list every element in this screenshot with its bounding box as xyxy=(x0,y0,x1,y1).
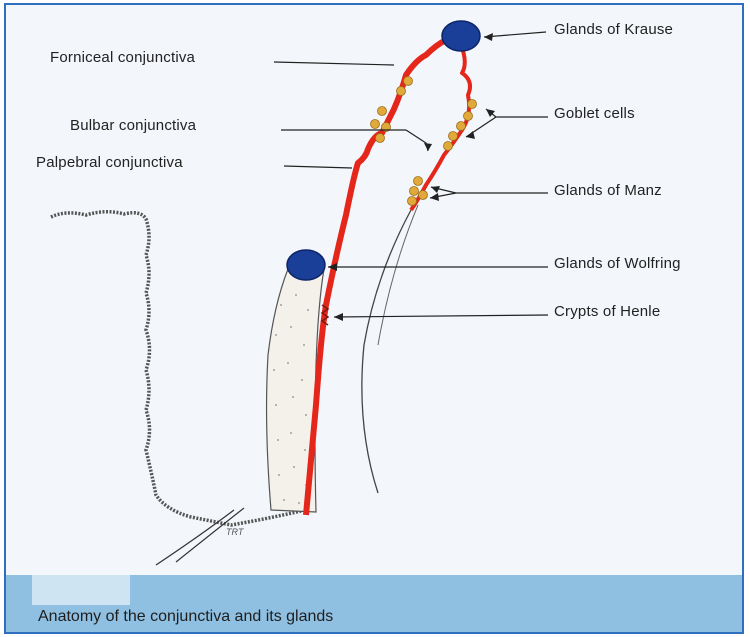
eyelash xyxy=(156,510,234,565)
label-goblet-cells: Goblet cells xyxy=(554,105,635,122)
label-glands-of-manz: Glands of Manz xyxy=(554,182,662,199)
caption-bar: Anatomy of the conjunctiva and its gland… xyxy=(6,575,744,634)
label-forniceal-conjunctiva: Forniceal conjunctiva xyxy=(50,49,195,66)
cornea-line xyxy=(378,205,418,345)
conjunctiva-diagram xyxy=(6,5,744,575)
artist-signature: TRT xyxy=(226,527,243,537)
label-palpebral-conjunctiva: Palpebral conjunctiva xyxy=(36,154,183,171)
goblet-cells xyxy=(371,77,477,151)
label-glands-of-krause: Glands of Krause xyxy=(554,21,673,38)
eyelid-skin-outline xyxy=(51,212,301,525)
diagram-frame: Forniceal conjunctiva Bulbar conjunctiva… xyxy=(4,3,744,634)
figure-caption: Anatomy of the conjunctiva and its gland… xyxy=(38,608,333,626)
label-glands-of-wolfring: Glands of Wolfring xyxy=(554,255,681,272)
gland-of-wolfring xyxy=(287,250,325,280)
palpebral-conjunctiva xyxy=(306,40,446,515)
label-crypts-of-henle: Crypts of Henle xyxy=(554,303,660,320)
caption-tab xyxy=(32,575,130,605)
gland-of-krause xyxy=(442,21,480,51)
label-bulbar-conjunctiva: Bulbar conjunctiva xyxy=(70,117,196,134)
sclera-line xyxy=(362,210,411,493)
